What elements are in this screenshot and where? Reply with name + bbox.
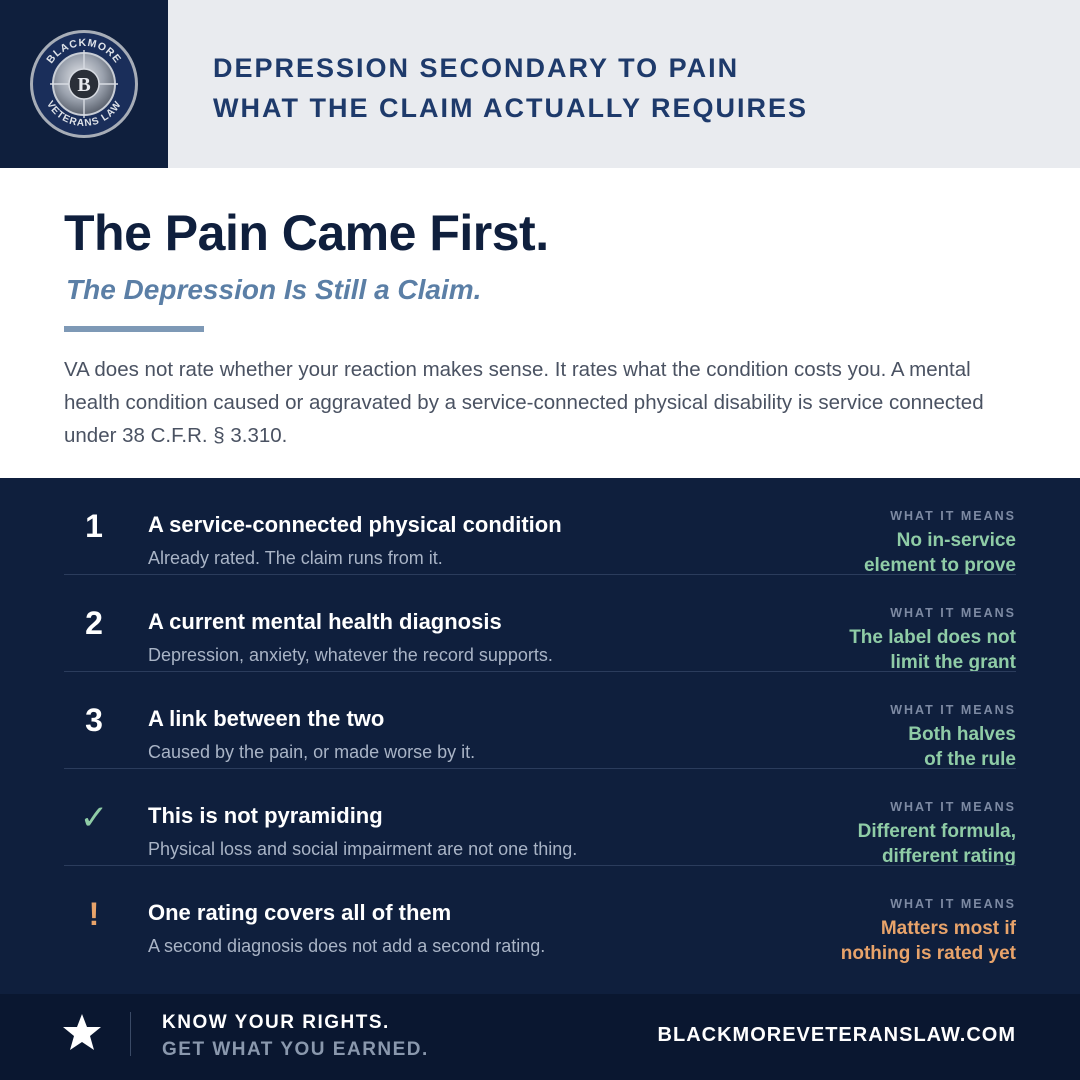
list-item: ! One rating covers all of them A second… bbox=[64, 866, 1016, 966]
meaning-text: No in-service element to prove bbox=[864, 528, 1016, 578]
meaning-text: The label does not limit the grant bbox=[849, 625, 1016, 675]
meaning-label: WHAT IT MEANS bbox=[890, 509, 1016, 523]
item-meaning: WHAT IT MEANS Different formula, differe… bbox=[858, 799, 1016, 869]
item-description: Already rated. The claim runs from it. bbox=[148, 548, 443, 568]
footer: KNOW YOUR RIGHTS. GET WHAT YOU EARNED. B… bbox=[0, 994, 1080, 1080]
row-divider bbox=[64, 865, 1016, 866]
item-meaning: WHAT IT MEANS Matters most if nothing is… bbox=[841, 896, 1016, 966]
header-line-1: DEPRESSION SECONDARY TO PAIN bbox=[213, 53, 740, 83]
item-title: A service-connected physical condition bbox=[148, 512, 562, 537]
exclamation-icon: ! bbox=[88, 896, 100, 932]
meaning-label: WHAT IT MEANS bbox=[890, 800, 1016, 814]
meaning-line: Different formula, bbox=[857, 821, 1016, 842]
item-description: Depression, anxiety, whatever the record… bbox=[148, 645, 553, 665]
svg-text:B: B bbox=[77, 74, 90, 96]
check-icon: ✓ bbox=[79, 798, 109, 837]
seal-icon: B BLACKMORE VETERANS LAW bbox=[30, 30, 138, 138]
intro-paragraph: VA does not rate whether your reaction m… bbox=[64, 358, 984, 447]
row-divider bbox=[64, 574, 1016, 575]
hero-section: The Pain Came First. The Depression Is S… bbox=[0, 168, 1080, 478]
meaning-line: of the rule bbox=[924, 749, 1016, 770]
item-description: Physical loss and social impairment are … bbox=[148, 839, 578, 859]
list-item: 3 A link between the two Caused by the p… bbox=[64, 672, 1016, 772]
list-item: 2 A current mental health diagnosis Depr… bbox=[64, 575, 1016, 675]
item-description: A second diagnosis does not add a second… bbox=[148, 936, 546, 956]
row-divider bbox=[64, 671, 1016, 672]
meaning-line: nothing is rated yet bbox=[840, 943, 1016, 964]
meaning-line: No in-service bbox=[896, 530, 1016, 551]
website-link[interactable]: BLACKMOREVETERANSLAW.COM bbox=[657, 1024, 1016, 1046]
item-description: Caused by the pain, or made worse by it. bbox=[148, 742, 476, 762]
meaning-text: Both halves of the rule bbox=[890, 722, 1016, 772]
footer-divider bbox=[130, 1012, 131, 1056]
page-title: The Pain Came First. bbox=[64, 205, 549, 261]
item-meaning: WHAT IT MEANS The label does not limit t… bbox=[849, 605, 1016, 675]
header: B BLACKMORE VETERANS LAW DEPRESSION SECO… bbox=[0, 0, 1080, 168]
list-item: ✓ This is not pyramiding Physical loss a… bbox=[64, 769, 1016, 869]
item-title: One rating covers all of them bbox=[148, 900, 452, 925]
meaning-line: different rating bbox=[881, 846, 1016, 867]
meaning-label: WHAT IT MEANS bbox=[890, 606, 1016, 620]
logo: B BLACKMORE VETERANS LAW bbox=[0, 0, 168, 168]
footer-tagline-2: GET WHAT YOU EARNED. bbox=[162, 1039, 429, 1060]
row-divider bbox=[64, 768, 1016, 769]
star-icon bbox=[63, 1014, 101, 1050]
meaning-line: Matters most if bbox=[880, 918, 1016, 939]
meaning-line: The label does not bbox=[849, 627, 1016, 648]
meaning-line: Both halves bbox=[908, 724, 1016, 745]
header-text: DEPRESSION SECONDARY TO PAIN WHAT THE CL… bbox=[213, 48, 808, 128]
meaning-line: element to prove bbox=[863, 555, 1016, 576]
step-number: 1 bbox=[85, 508, 103, 544]
step-number: 2 bbox=[85, 605, 103, 641]
header-line-2: WHAT THE CLAIM ACTUALLY REQUIRES bbox=[213, 93, 808, 123]
meaning-label: WHAT IT MEANS bbox=[890, 897, 1016, 911]
meaning-text: Different formula, different rating bbox=[858, 819, 1016, 869]
divider bbox=[64, 326, 204, 332]
footer-tagline-1: KNOW YOUR RIGHTS. bbox=[162, 1012, 390, 1033]
page-subtitle: The Depression Is Still a Claim. bbox=[66, 274, 482, 305]
item-title: A current mental health diagnosis bbox=[148, 609, 502, 634]
item-title: A link between the two bbox=[148, 706, 385, 731]
item-title: This is not pyramiding bbox=[148, 803, 383, 828]
item-meaning: WHAT IT MEANS No in-service element to p… bbox=[864, 508, 1016, 578]
meaning-line: limit the grant bbox=[890, 652, 1016, 673]
step-number: 3 bbox=[85, 702, 103, 738]
item-meaning: WHAT IT MEANS Both halves of the rule bbox=[890, 702, 1016, 772]
meaning-text: Matters most if nothing is rated yet bbox=[841, 916, 1016, 966]
requirements-panel: 1 A service-connected physical condition… bbox=[0, 478, 1080, 994]
meaning-label: WHAT IT MEANS bbox=[890, 703, 1016, 717]
list-item: 1 A service-connected physical condition… bbox=[64, 478, 1016, 578]
